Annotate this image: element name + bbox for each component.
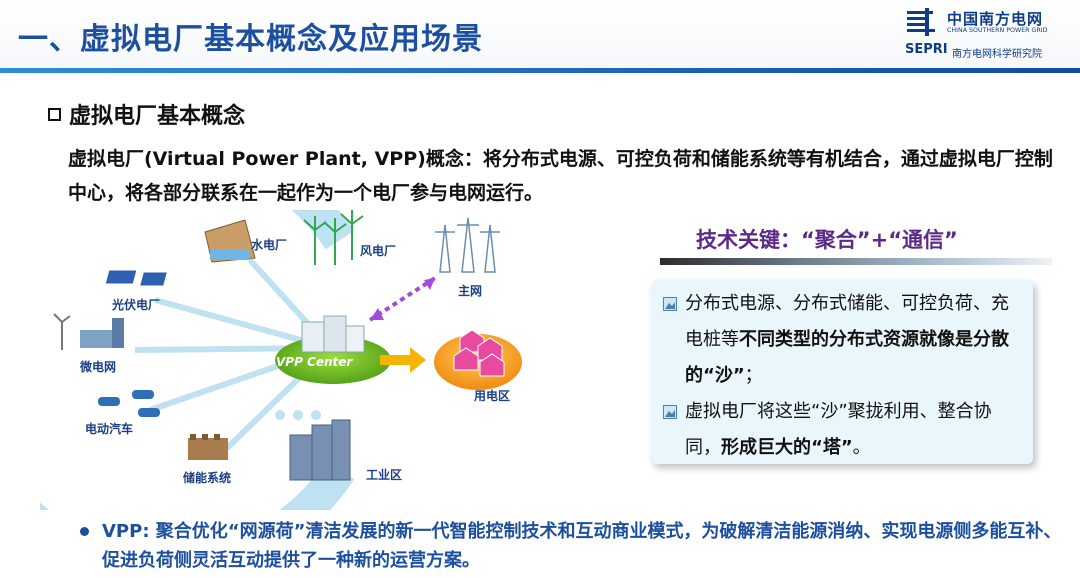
storage-icon <box>188 434 228 460</box>
header-divider <box>0 68 1080 73</box>
logo: 中国南方电网 CHINA SOUTHERN POWER GRID SEPRI 南… <box>905 6 1075 64</box>
ev-label: 电动汽车 <box>85 422 134 436</box>
wind-icon <box>303 210 364 265</box>
tech-title: 技术关键：“聚合”+“通信” <box>696 228 958 252</box>
pv-icon <box>104 269 169 287</box>
consumer-label: 用电区 <box>474 389 511 403</box>
logo-en-name: CHINA SOUTHERN POWER GRID <box>947 27 1048 34</box>
ev-icon <box>98 390 160 417</box>
section-heading: 虚拟电厂基本概念 <box>48 98 245 130</box>
industrial-icon <box>289 419 351 481</box>
bottom-statement: VPP: 聚合优化“网源荷”清洁发展的新一代智能控制技术和互动商业模式，为破解清… <box>102 521 1062 571</box>
square-bullet-icon <box>48 107 61 121</box>
bullet1-text-a: 分布式电源、分布式储能、可控负荷、充电桩等 <box>685 293 1009 350</box>
bullet1-text-c: ； <box>744 365 763 386</box>
bullet1-text-bold: 不同类型的分布式资源就像是分散的“沙” <box>685 329 1009 386</box>
tech-panel: 分布式电源、分布式储能、可控负荷、充电桩等不同类型的分布式资源就像是分散的“沙”… <box>651 280 1033 464</box>
vpp-center-label: VPP Center <box>276 355 353 369</box>
image-bullet-icon <box>663 405 677 419</box>
storage-label: 储能系统 <box>183 471 232 485</box>
grid-label: 主网 <box>458 284 483 298</box>
tech-gradient-bar <box>660 258 1052 265</box>
logo-sepri: SEPRI <box>905 42 948 57</box>
section-heading-text: 虚拟电厂基本概念 <box>69 104 246 129</box>
logo-sepri-cn: 南方电网科学研究院 <box>952 49 1042 60</box>
page-title: 一、虚拟电厂基本概念及应用场景 <box>18 22 483 57</box>
csg-logo-icon <box>907 8 935 36</box>
logo-cn-name: 中国南方电网 <box>947 10 1044 28</box>
tech-bullet-1: 分布式电源、分布式储能、可控负荷、充电桩等不同类型的分布式资源就像是分散的“沙”… <box>663 286 1023 394</box>
image-bullet-icon <box>663 297 677 311</box>
header-bar: 一、虚拟电厂基本概念及应用场景 中国南方电网 CHINA SOUTHERN PO… <box>0 0 1080 68</box>
bullet2-text-bold: 形成巨大的“塔” <box>721 437 853 458</box>
intro-paragraph: 虚拟电厂(Virtual Power Plant, VPP)概念：将分布式电源、… <box>68 148 1053 204</box>
bottom-bullet-icon <box>80 527 89 536</box>
hydro-label: 水电厂 <box>251 238 288 252</box>
bullet2-text-a: 虚拟电厂将这些“沙”聚拢利用、整合协同， <box>685 401 992 458</box>
microgrid-label: 微电网 <box>80 360 117 374</box>
grid-link-arrow <box>368 276 437 322</box>
dot-marker <box>275 410 285 420</box>
vpp-diagram: 水电厂 风电厂 主网 光伏电厂 微电网 电动汽车 储能系统 工业区 用电区 VP… <box>0 128 580 578</box>
bullet2-text-c: 。 <box>852 437 871 458</box>
pv-label: 光伏电厂 <box>112 298 161 312</box>
microgrid-icon <box>53 313 124 350</box>
grid-tower-icon <box>435 217 500 273</box>
wind-label: 风电厂 <box>360 244 397 258</box>
supply-arrow <box>380 347 426 373</box>
industrial-label: 工业区 <box>366 468 403 482</box>
tech-bullet-2: 虚拟电厂将这些“沙”聚拢利用、整合协同，形成巨大的“塔”。 <box>663 394 1023 466</box>
